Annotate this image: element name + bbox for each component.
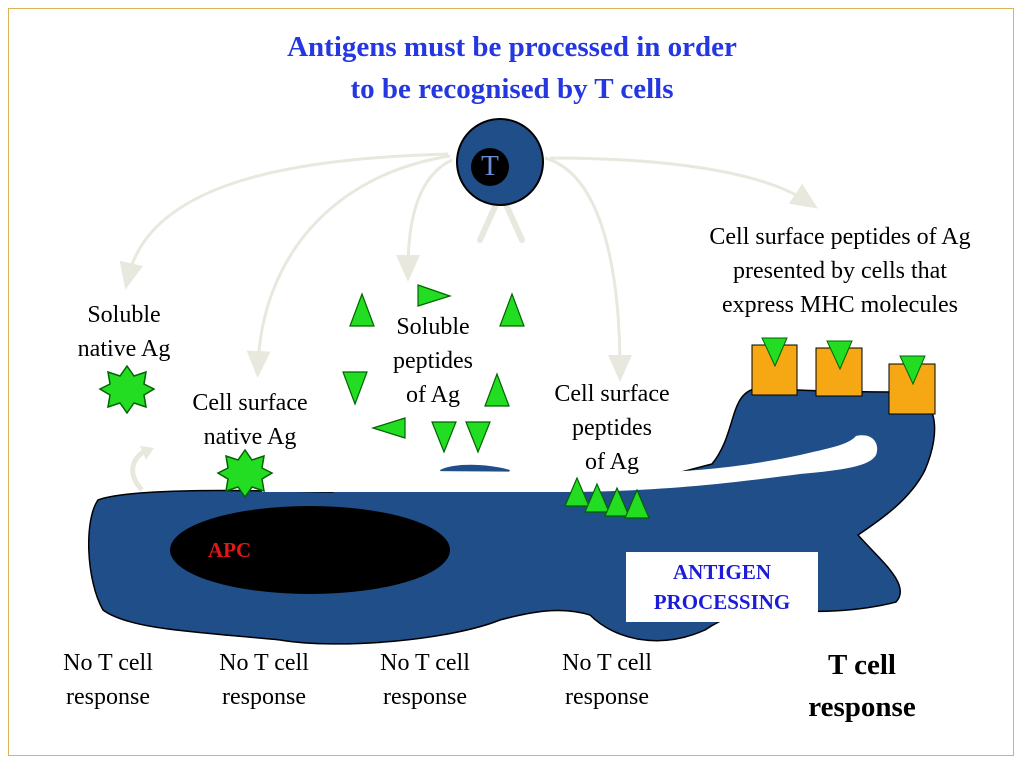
label-line: of Ag [406, 382, 460, 408]
label-line: of Ag [585, 449, 639, 475]
peptide-triangle-icon [465, 421, 491, 454]
apc-label: APC [208, 538, 252, 562]
apc-nucleus [170, 506, 450, 594]
label-line: peptides [572, 415, 652, 441]
response-line: response [808, 691, 916, 723]
response-line: response [565, 684, 649, 710]
label-line: express MHC molecules [722, 292, 958, 318]
peptide-triangle-icon [761, 337, 788, 368]
antigen-star-icon [98, 364, 156, 415]
soluble-peptides [342, 284, 525, 454]
response-line: response [66, 684, 150, 710]
curved-arrow-icon [130, 447, 148, 492]
peptide-triangle-icon [584, 482, 610, 513]
arrow-to-surface-peptides [544, 156, 632, 382]
peptide-triangle-icon [484, 372, 510, 407]
t-cell-receptor-icon [477, 197, 525, 243]
response-line: response [383, 684, 467, 710]
peptide-triangle-icon [370, 417, 406, 439]
peptide-triangle-icon [499, 292, 525, 327]
response-line: No T cell [63, 650, 153, 676]
label-line: Cell surface peptides of Ag [709, 224, 971, 250]
label-surface-native-ag: Cell surface native Ag [170, 386, 330, 454]
label-line: Cell surface [192, 390, 308, 416]
peptide-triangle-icon [899, 355, 926, 386]
label-soluble-peptides: Soluble peptides of Ag [373, 310, 493, 412]
surface-antigen-star-icon [216, 448, 274, 499]
label-mhc-presented-peptides: Cell surface peptides of Ag presented by… [670, 220, 1010, 322]
label-line: peptides [393, 348, 473, 374]
peptide-triangle-icon [564, 476, 590, 507]
response-4: No T cell response [537, 646, 677, 714]
label-line: Soluble [396, 314, 470, 340]
t-cell-nucleus [471, 148, 509, 186]
title-line-1: Antigens must be processed in order [287, 31, 737, 63]
response-1: No T cell response [38, 646, 178, 714]
response-5-t-cell: T cell response [772, 644, 952, 728]
peptide-triangle-icon [624, 488, 650, 519]
peptide-triangle-icon [431, 421, 457, 454]
peptide-triangle-icon [604, 486, 630, 517]
peptide-triangle-icon [349, 292, 375, 327]
arrows-from-t-cell [119, 152, 818, 382]
mhc-molecules [751, 337, 936, 415]
peptide-triangle-icon [826, 340, 853, 371]
t-cell-label: T [481, 150, 499, 182]
processing-line-1: ANTIGEN [672, 560, 772, 584]
label-soluble-native-ag: Soluble native Ag [44, 298, 204, 366]
surface-peptides [564, 476, 650, 519]
label-line: native Ag [77, 336, 171, 362]
peptide-triangle-icon [417, 284, 452, 307]
response-line: No T cell [380, 650, 470, 676]
processing-line-2: PROCESSING [653, 590, 791, 614]
arrow-to-surface-native [246, 154, 451, 378]
label-line: Cell surface [554, 381, 670, 407]
response-line: No T cell [219, 650, 309, 676]
response-3: No T cell response [355, 646, 495, 714]
response-2: No T cell response [194, 646, 334, 714]
label-surface-peptides: Cell surface peptides of Ag [532, 377, 692, 479]
response-line: response [222, 684, 306, 710]
antigen-processing-box: ANTIGEN PROCESSING [626, 552, 818, 622]
slide-border [8, 8, 1014, 756]
processing-pathway [262, 435, 878, 492]
label-line: Soluble [87, 302, 161, 328]
arrow-to-mhc-peptides [549, 156, 818, 209]
slide-title: Antigens must be processed in order to b… [212, 26, 812, 110]
response-line: No T cell [562, 650, 652, 676]
title-line-2: to be recognised by T cells [350, 73, 674, 105]
peptide-triangle-icon [342, 371, 368, 406]
response-line: T cell [828, 649, 896, 681]
arrow-to-soluble-native [119, 152, 449, 290]
arrow-to-soluble-peptides [396, 158, 453, 282]
label-line: presented by cells that [733, 258, 947, 284]
label-line: native Ag [203, 424, 297, 450]
